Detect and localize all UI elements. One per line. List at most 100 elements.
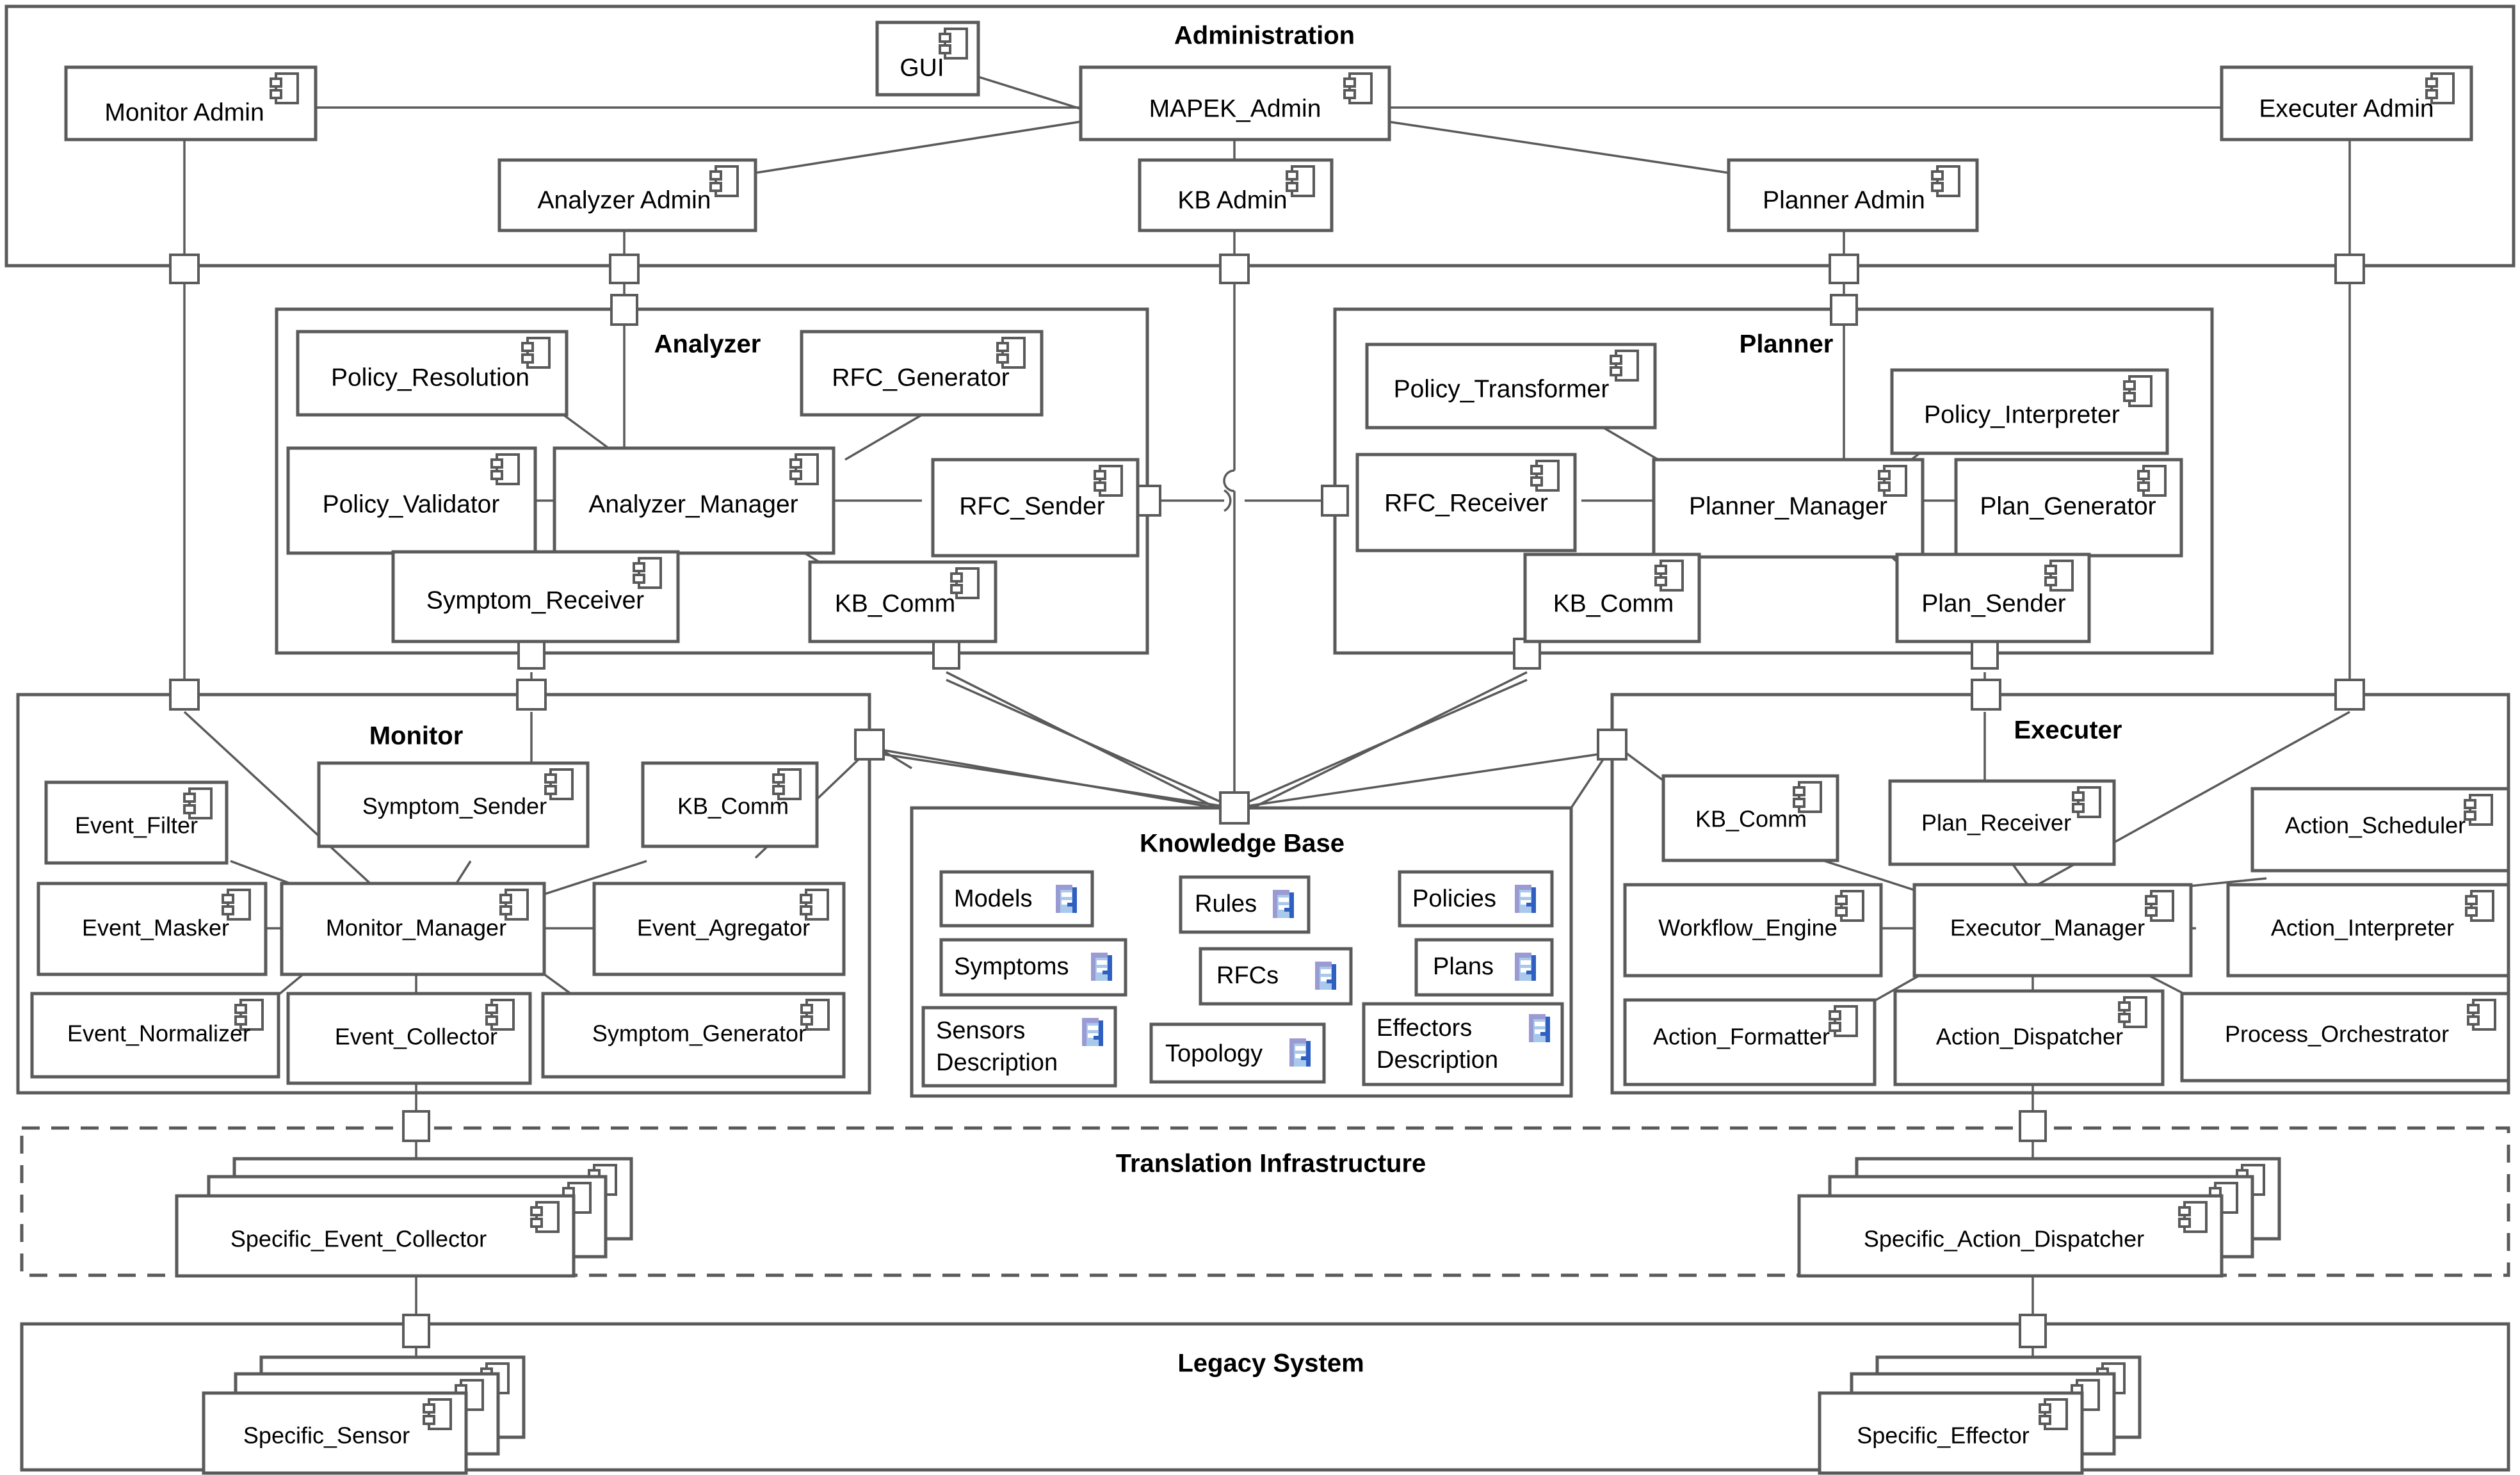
panel-administration [4,4,2516,268]
panel-title-analyzer: Analyzer [654,330,761,359]
component-plan-receiver[interactable]: Plan_Receiver [1888,779,2116,866]
component-label: Event_Filter [75,812,198,839]
component-label: Monitor_Manager [326,915,506,941]
component-planner-admin[interactable]: Planner Admin [1727,158,1979,232]
component-workflow-engine[interactable]: Workflow_Engine [1623,883,1883,978]
component-executor-manager[interactable]: Executor_Manager [1912,883,2193,978]
port-executer-top-right [2334,679,2365,711]
component-executer-kb-comm[interactable]: KB_Comm [1661,774,1839,862]
port-monitor-top-symptom [516,679,547,711]
component-label: Specific_Effector [1857,1423,2029,1449]
component-label: Specific_Sensor [243,1423,410,1449]
port-monitor-admin-bottom [169,254,200,284]
component-monitor-manager[interactable]: Monitor_Manager [280,882,546,976]
component-label: Action_Formatter [1653,1024,1830,1050]
component-label: Monitor Admin [104,99,264,126]
component-event-agregator[interactable]: Event_Agregator [592,882,846,976]
artifact-sensors-description[interactable]: Sensors Description [921,1006,1117,1088]
component-label: KB Admin [1177,186,1287,214]
port-legacy-sensor-top [402,1314,430,1348]
artifact-topology[interactable]: Topology [1149,1022,1326,1084]
panel-legacy-system [20,1322,2510,1472]
panel-title-executer: Executer [2014,716,2122,745]
component-policy-interpreter[interactable]: Policy_Interpreter [1890,368,2169,455]
artifact-effectors-description[interactable]: Effectors Description [1362,1002,1564,1086]
component-plan-sender[interactable]: Plan_Sender [1895,552,2091,643]
component-label: Workflow_Engine [1658,915,1837,941]
artifact-rules[interactable]: Rules [1179,875,1311,934]
component-policy-transformer[interactable]: Policy_Transformer [1365,343,1657,430]
port-executer-left-kb [1597,729,1628,761]
artifact-label-line2: Description [1377,1047,1498,1074]
component-symptom-receiver[interactable]: Symptom_Receiver [391,550,680,643]
component-kb-admin[interactable]: KB Admin [1138,158,1334,232]
component-specific-sensor[interactable]: Specific_Sensor [202,1355,526,1475]
port-monitor-bottom-collector [402,1110,430,1142]
panel-planner [1333,307,2214,655]
component-policy-resolution[interactable]: Policy_Resolution [296,330,569,417]
component-specific-effector[interactable]: Specific_Effector [1818,1355,2142,1475]
component-label: Action_Dispatcher [1936,1024,2123,1050]
component-monitor-admin[interactable]: Monitor Admin [64,65,318,141]
component-event-filter[interactable]: Event_Filter [44,780,229,865]
component-event-normalizer[interactable]: Event_Normalizer [30,992,280,1079]
component-specific-event-collector[interactable]: Specific_Event_Collector [175,1157,633,1278]
component-monitor-kb-comm[interactable]: KB_Comm [641,761,819,848]
component-action-dispatcher[interactable]: Action_Dispatcher [1893,989,2165,1086]
component-executer-admin[interactable]: Executer Admin [2220,65,2473,141]
component-label: Plan_Receiver [1921,810,2071,836]
artifact-label: Topology [1165,1040,1263,1067]
component-label: Policy_Interpreter [1924,401,2120,428]
component-symptom-sender[interactable]: Symptom_Sender [317,761,590,848]
component-action-formatter[interactable]: Action_Formatter [1623,998,1877,1086]
component-gui[interactable]: GUI [875,20,980,97]
component-label: KB_Comm [677,793,789,819]
port-planner-top [1830,294,1858,326]
component-policy-validator[interactable]: Policy_Validator [286,446,537,555]
component-symptom-generator[interactable]: Symptom_Generator [541,992,846,1079]
component-analyzer-admin[interactable]: Analyzer Admin [497,158,757,232]
component-rfc-receiver[interactable]: RFC_Receiver [1355,453,1577,552]
component-process-orchestrator[interactable]: Process_Orchestrator [2180,992,2510,1083]
port-executer-admin-bottom [2334,254,2365,284]
artifact-policies[interactable]: Policies [1398,870,1554,928]
component-rfc-sender[interactable]: RFC_Sender [931,458,1140,558]
component-label: Planner Admin [1763,186,1925,214]
panel-analyzer [275,307,1149,655]
port-analyzer-top [610,294,638,326]
artifact-label-line2: Description [936,1049,1058,1076]
artifact-label: Models [954,885,1033,912]
component-action-interpreter[interactable]: Action_Interpreter [2226,883,2510,978]
artifact-label: Symptoms [954,953,1069,980]
component-label: Policy_Transformer [1394,375,1610,403]
port-planner-plan-bottom [1971,638,1999,670]
artifact-symptoms[interactable]: Symptoms [939,938,1127,997]
component-label: Specific_Event_Collector [230,1226,487,1252]
component-action-scheduler[interactable]: Action_Scheduler [2250,787,2510,873]
component-mapek-admin[interactable]: MAPEK_Admin [1079,65,1391,141]
component-event-masker[interactable]: Event_Masker [36,882,268,976]
panel-title-administration: Administration [1174,22,1355,50]
component-planner-manager[interactable]: Planner_Manager [1652,458,1925,559]
port-knowledge-base-top [1219,791,1250,825]
component-specific-action-dispatcher[interactable]: Specific_Action_Dispatcher [1797,1157,2281,1278]
component-label: Action_Interpreter [2271,915,2454,941]
artifact-label: Rules [1195,891,1257,917]
component-label: Event_Agregator [637,915,810,941]
component-analyzer-kb-comm[interactable]: KB_Comm [808,560,998,643]
component-planner-kb-comm[interactable]: KB_Comm [1523,552,1701,643]
panel-title-translation-infrastructure: Translation Infrastructure [1116,1150,1426,1178]
artifact-models[interactable]: Models [939,870,1094,928]
artifact-label: Sensors [936,1017,1025,1044]
component-label: Symptom_Receiver [426,586,644,614]
artifact-label: Plans [1433,953,1494,980]
component-analyzer-manager[interactable]: Analyzer_Manager [553,446,836,555]
panel-title-knowledge-base: Knowledge Base [1140,830,1345,858]
component-label: Symptom_Generator [592,1020,806,1047]
artifact-rfcs[interactable]: RFCs [1199,947,1353,1006]
component-event-collector[interactable]: Event_Collector [286,992,532,1085]
component-plan-generator[interactable]: Plan_Generator [1954,458,2183,558]
component-rfc-generator[interactable]: RFC_Generator [800,330,1044,417]
artifact-plans[interactable]: Plans [1414,938,1554,997]
component-label: Policy_Resolution [331,364,529,391]
